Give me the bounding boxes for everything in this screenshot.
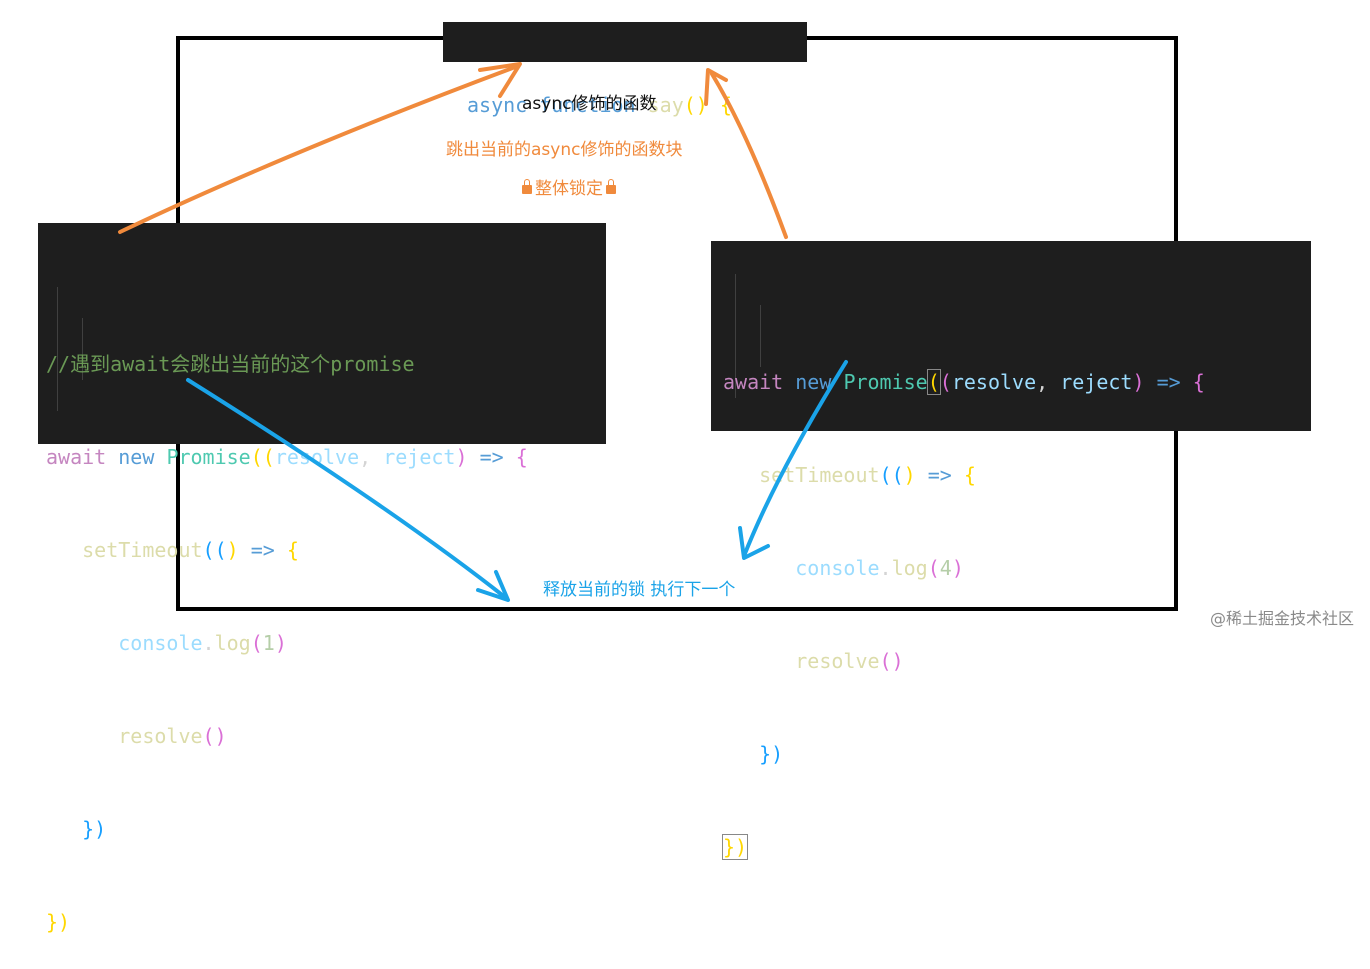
brace-open: { (719, 93, 732, 117)
lock-icon (522, 179, 532, 194)
release-label: 释放当前的锁 执行下一个 (543, 580, 736, 600)
code-line-6: }) (721, 834, 749, 860)
code-comment: //遇到await会跳出当前的这个promise (46, 352, 415, 376)
indent-guide (82, 318, 83, 380)
code-line-4: resolve() (118, 724, 227, 748)
keyword-async: async (467, 93, 528, 117)
left-code-block: //遇到await会跳出当前的这个promise await new Promi… (38, 223, 606, 934)
code-line-4: resolve() (795, 649, 904, 673)
code-line-6: }) (46, 910, 71, 934)
watermark: @稀土掘金技术社区 (1209, 609, 1354, 628)
jump-out-label: 跳出当前的async修饰的函数块 (446, 140, 683, 160)
paren: () (683, 93, 708, 117)
code-line-5: }) (82, 817, 107, 841)
lock-icon (606, 179, 616, 194)
locked-text: 整体锁定 (535, 179, 603, 199)
keyword-function: function (539, 93, 636, 117)
locked-label: 整体锁定 (519, 174, 619, 199)
code-line-2: setTimeout(() => { (759, 463, 976, 487)
right-code-block: await new Promise((resolve, reject) => {… (711, 241, 1311, 860)
code-line-3: console.log(1) (118, 631, 287, 655)
code-line-1: await new Promise((resolve, reject) => { (723, 369, 1205, 395)
code-line-1: await new Promise((resolve, reject) => { (46, 445, 528, 469)
code-line-2: setTimeout(() => { (82, 538, 299, 562)
code-line-5: }) (759, 742, 784, 766)
indent-guide (57, 287, 58, 411)
code-line-3: console.log(4) (795, 556, 964, 580)
async-function-label: async修饰的函数 (522, 94, 657, 114)
top-code-block: async function say() { (443, 22, 807, 117)
function-name: say (647, 93, 684, 117)
indent-guide (735, 274, 736, 398)
indent-guide (760, 305, 761, 367)
